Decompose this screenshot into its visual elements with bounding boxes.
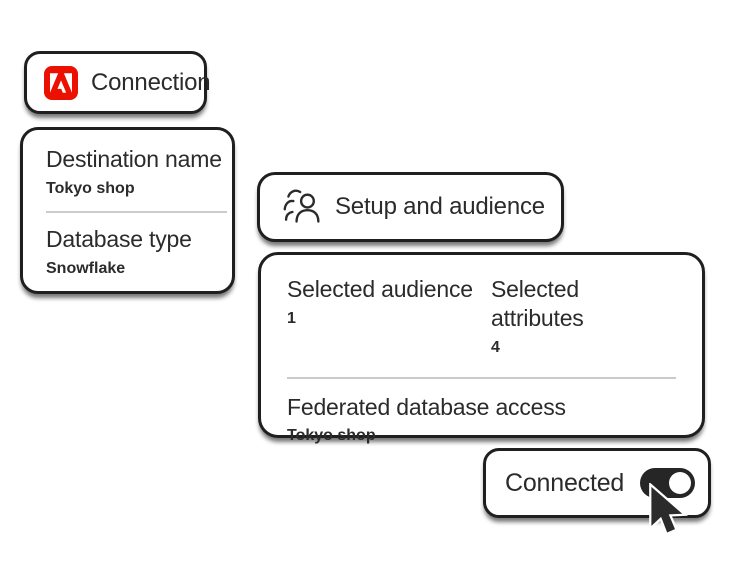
connection-card: Connection <box>24 51 211 114</box>
selected-attributes-label: Selected attributes <box>491 276 584 331</box>
selected-audience-stat: Selected audience 1 <box>287 275 491 357</box>
setup-audience-card: Setup and audience <box>257 172 564 242</box>
field-divider <box>287 376 676 379</box>
federated-access-label: Federated database access <box>287 393 566 420</box>
destination-name-field: Destination name Tokyo shop <box>46 145 232 198</box>
destination-name-label: Destination name <box>46 146 222 172</box>
connection-title: Connection <box>91 68 211 96</box>
destination-details-card: Destination name Tokyo shop Database typ… <box>20 127 235 294</box>
connected-toggle[interactable] <box>640 468 695 498</box>
selected-attributes-value: 4 <box>491 338 500 356</box>
selected-audience-label: Selected audience <box>287 276 473 302</box>
database-type-value: Snowflake <box>46 259 126 277</box>
connected-label: Connected <box>505 468 625 497</box>
field-divider <box>46 210 227 213</box>
summary-card: Selected audience 1 Selected attributes … <box>258 252 705 444</box>
setup-audience-title: Setup and audience <box>335 193 545 220</box>
selected-audience-value: 1 <box>287 309 296 327</box>
adobe-logo-icon <box>44 65 78 100</box>
database-type-field: Database type Snowflake <box>46 225 232 278</box>
federated-access-value: Tokyo shop <box>287 427 376 445</box>
connected-card: Connected <box>483 448 711 518</box>
database-type-label: Database type <box>46 225 192 252</box>
stats-row: Selected audience 1 Selected attributes … <box>287 275 676 357</box>
people-group-icon <box>282 187 322 227</box>
destination-name-value: Tokyo shop <box>46 179 135 197</box>
federated-access-field: Federated database access Tokyo shop <box>287 393 676 446</box>
selected-attributes-stat: Selected attributes 4 <box>491 275 676 357</box>
toggle-knob <box>669 472 691 494</box>
